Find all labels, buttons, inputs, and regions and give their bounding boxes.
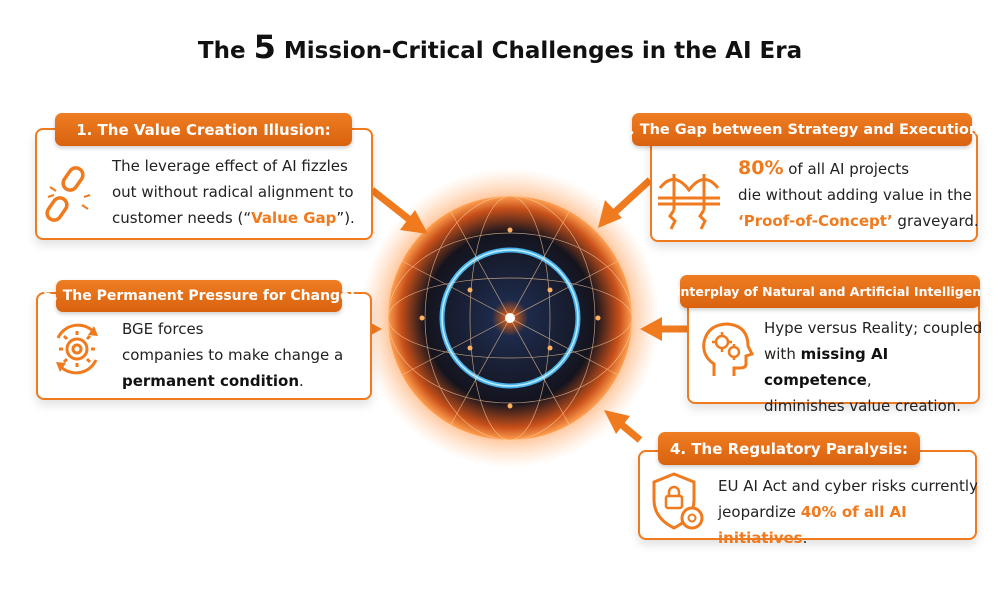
shield-lock-gear-icon <box>652 472 704 530</box>
arrow-2 <box>612 177 653 215</box>
arrow-4 <box>619 422 643 443</box>
challenge-text-2: 80% of all AI projects die without addin… <box>738 157 979 230</box>
broken-bridge-icon <box>658 174 720 230</box>
challenge-text-4: EU AI Act and cyber risks currently jeop… <box>718 477 978 547</box>
page-title: The 5 Mission-Critical Challenges in the… <box>197 28 803 66</box>
arrow-1 <box>369 187 413 223</box>
challenge-text-3: Hype versus Reality; coupled with missin… <box>764 319 983 415</box>
ai-sphere-graphic <box>360 168 660 468</box>
challenge-header-5: 5. The Permanent Pressure for Change: <box>43 280 355 312</box>
head-gears-icon <box>702 322 755 376</box>
challenge-card-1 <box>35 128 373 240</box>
challenge-header-4: 4. The Regulatory Paralysis: <box>658 432 920 465</box>
cycle-gear-icon <box>56 323 98 375</box>
challenge-header-3: 3. Interplay of Natural and Artificial I… <box>658 275 1000 308</box>
broken-chain-icon <box>45 166 91 222</box>
challenge-header-1: 1. The Value Creation Illusion: <box>55 113 352 146</box>
challenge-header-2: 2. The Gap between Strategy and Executio… <box>619 113 985 146</box>
